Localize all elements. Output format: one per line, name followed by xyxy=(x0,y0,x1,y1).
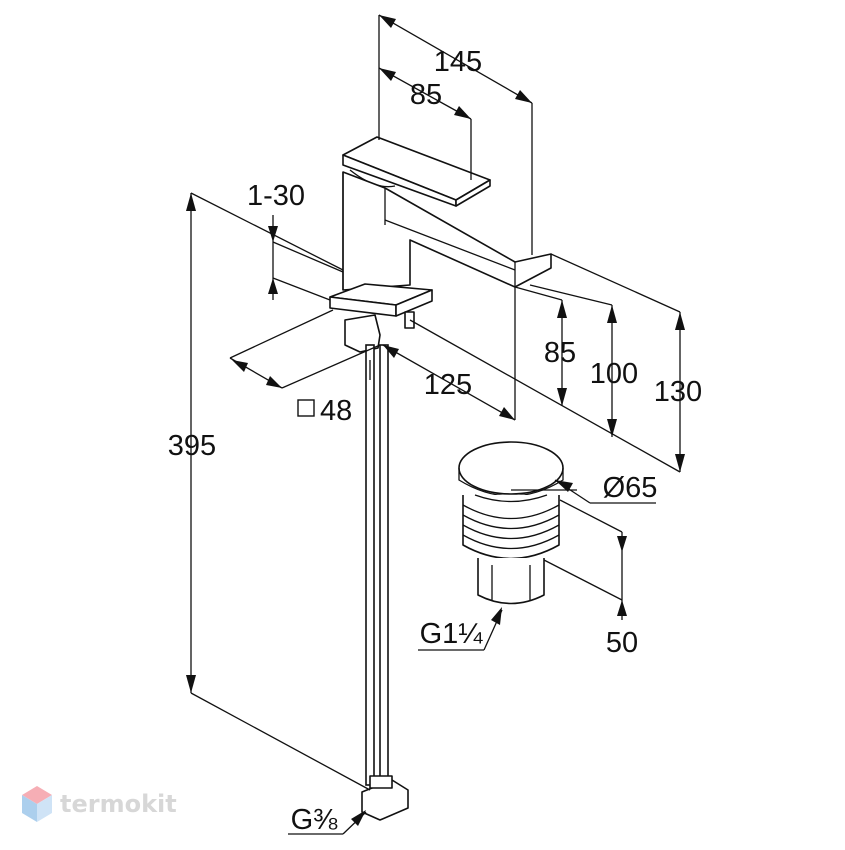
dimension-lines xyxy=(186,14,685,835)
mounting-stud xyxy=(404,311,415,329)
watermark-text: termokit xyxy=(60,790,177,818)
dim-line-125 xyxy=(382,344,516,421)
watermark-logo: termokit xyxy=(22,786,177,822)
arrow-g114 xyxy=(491,607,502,625)
arrow-100-bottom xyxy=(607,419,617,437)
arrow-145-left xyxy=(379,15,396,28)
label-48: 48 xyxy=(320,395,352,427)
arrow-50-bottom xyxy=(617,600,627,616)
label-130: 130 xyxy=(654,376,702,408)
drain-cap xyxy=(458,441,564,495)
supply-hose-right xyxy=(379,344,389,786)
label-dia-65: Ø65 xyxy=(603,472,658,504)
arrow-145-right xyxy=(515,90,532,103)
arrow-125-right xyxy=(499,407,515,420)
base-plate-side xyxy=(395,289,433,317)
arrow-130-bottom xyxy=(675,454,685,472)
hose-ferrule xyxy=(369,775,393,789)
deck-baseline xyxy=(409,319,681,473)
label-50: 50 xyxy=(606,627,638,659)
drain-inner-top xyxy=(474,494,548,503)
ext-line-1-30-top xyxy=(272,241,344,273)
arrow-395-top xyxy=(186,193,196,211)
label-g-3-8: G⅜ xyxy=(291,804,339,836)
spout-bottom-edge xyxy=(384,219,516,271)
arrow-1-30-bottom xyxy=(268,278,278,294)
ext-line-50-top xyxy=(559,499,623,533)
dim-line-145 xyxy=(378,14,533,104)
ext-line-48-a xyxy=(229,309,334,359)
arrow-48-right xyxy=(266,376,282,388)
ext-line-48-b xyxy=(281,344,381,389)
ext-line-100 xyxy=(529,284,613,306)
arrow-g38 xyxy=(351,810,366,826)
arrow-395-bottom xyxy=(186,675,196,693)
arrow-85-top-right xyxy=(454,106,471,119)
label-100: 100 xyxy=(590,358,638,390)
arrow-85-side-bottom xyxy=(557,388,567,406)
logo-hex-left xyxy=(22,795,37,822)
arrow-48-left xyxy=(232,360,248,372)
label-125: 125 xyxy=(424,369,472,401)
arrow-130-top xyxy=(675,312,685,330)
drain-ring-4 xyxy=(462,534,560,550)
dimension-labels: 145 85 1-30 85 100 130 125 48 395 Ø65 50… xyxy=(168,46,702,836)
label-g-1-1-4: G1¼ xyxy=(420,618,484,650)
arrow-50-top xyxy=(617,536,627,552)
logo-hex-right xyxy=(37,795,52,822)
ext-line-395-top xyxy=(190,192,344,271)
drain-valve xyxy=(458,441,564,605)
lever-side-face xyxy=(455,179,491,207)
drain-ring-1 xyxy=(462,504,560,520)
supply-hose-left xyxy=(365,344,375,786)
label-85-side: 85 xyxy=(544,337,576,369)
mounting-nut xyxy=(344,314,381,353)
ext-line-50-bottom xyxy=(543,559,623,601)
drain-ring-2 xyxy=(462,514,560,530)
arrow-65 xyxy=(555,480,573,492)
label-1-30: 1-30 xyxy=(247,180,305,212)
drain-ring-3 xyxy=(462,524,560,540)
faucet-body xyxy=(329,136,552,821)
ext-line-1-30-bottom xyxy=(272,277,331,301)
arrow-85-side-top xyxy=(557,300,567,318)
drain-thread xyxy=(477,558,545,605)
ext-line-395-bottom xyxy=(190,692,371,791)
label-145: 145 xyxy=(434,46,482,78)
arrow-85-top-left xyxy=(379,68,396,81)
arrow-125-left xyxy=(383,345,399,358)
square-symbol-icon xyxy=(297,399,315,417)
ext-line-130 xyxy=(550,253,681,313)
arrow-100-top xyxy=(607,305,617,323)
ext-line-85-side xyxy=(514,286,563,301)
dim-line-85-top xyxy=(378,67,472,120)
label-395: 395 xyxy=(168,430,216,462)
label-85-top: 85 xyxy=(410,79,442,111)
